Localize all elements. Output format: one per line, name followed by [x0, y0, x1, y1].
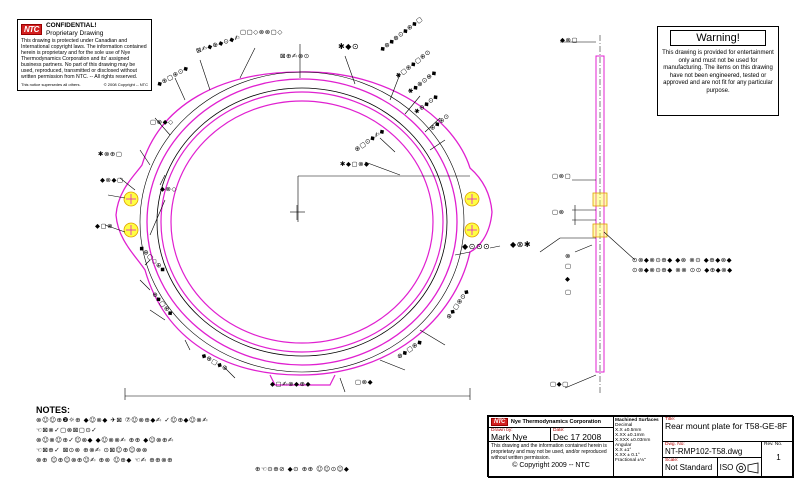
inner-ring-1 [146, 78, 458, 366]
projection-symbol-icon [736, 462, 759, 473]
revision-note: ⊕☜⊙⊕⊘ ◆⊙ ⊕⊕ ☺☺⊙☺◆ [255, 465, 350, 473]
drawing-title: Rear mount plate for T58-GE-8F [665, 421, 788, 431]
rev-value: 1 [776, 453, 781, 462]
leader-lines [104, 44, 501, 393]
notes-heading: NOTES: [36, 405, 71, 415]
date-value: Dec 17 2008 [553, 432, 602, 442]
ntc-logo: NTC [21, 24, 42, 35]
plate-edge [595, 55, 605, 373]
disclaimer: This drawing and the information contain… [491, 443, 607, 461]
company-logo: NTC [491, 418, 508, 426]
side-hole-top [592, 192, 608, 207]
title-block: NTC Nye Thermodynamics Corporation Drawn… [487, 415, 794, 478]
scale-value: Not Standard [665, 463, 713, 472]
note-line-5: ⊗⊕ ☺⊕☺⊗⊕☺✍ ⊕⊗ ☺⊕◆ ☜✍ ⊕⊕⊗⊕ [36, 456, 174, 464]
centerlines [124, 175, 471, 400]
notes-section: NOTES: ⊗☺☺⊕❷☼⊕ ◆☺⊗◆ ✈⊠ ⑦☺⊗⊕◆✍ ✓☺⊕◆☺⊗✍ ☜⊠… [36, 405, 336, 465]
confidential-foot-right: © 2008 Copyright -- NTC [103, 82, 148, 87]
dwg-no: NT-RMP102-T58.dwg [665, 447, 743, 456]
note-line-2: ☜⊠⊗✓▢⊗⊠▢⊙✓ [36, 426, 98, 434]
inner-ring-4 [170, 100, 434, 344]
side-hole-bottom [592, 223, 608, 238]
rev-label: Rev. No. [764, 442, 783, 447]
confidential-notice: NTC CONFIDENTIAL! Proprietary Drawing Th… [17, 19, 152, 91]
date-label: Date: [553, 428, 565, 433]
confidential-body: This drawing is protected under Canadian… [21, 38, 147, 80]
confidential-title: CONFIDENTIAL! [45, 22, 97, 29]
note-line-3: ⊗☺⊗☺⊕✓☺⊗◆ ◆☺⊗⊗✍ ⊕⊕ ◆☺⊗⊕✍ [36, 436, 174, 444]
front-view [115, 71, 493, 386]
company-name: Nye Thermodynamics Corporation [510, 419, 602, 425]
copyright: © Copyright 2009 -- NTC [512, 462, 590, 469]
warning-body: This drawing is provided for entertainme… [662, 50, 774, 94]
tolerance-label: Machined Surfaces [615, 418, 659, 423]
warning-notice: Warning! This drawing is provided for en… [657, 26, 779, 116]
title-label: Title: [665, 417, 676, 422]
drawn-by-label: Drawn by: [491, 428, 513, 433]
inner-ring-2 [156, 87, 448, 357]
drawn-by-value: Mark Nye [491, 432, 528, 442]
outer-ring [139, 71, 465, 373]
flange-outline [115, 71, 493, 376]
scale-label: Scale: [665, 458, 679, 463]
confidential-subtitle: Proprietary Drawing [45, 29, 104, 37]
confidential-foot-left: This notice supersedes all others. [21, 82, 81, 87]
note-line-4: ☜⊠⊕✓ ⊠⊙⊗ ⊕⊗✍ ⊙⊠☺⊕☺⊗⊗ [36, 446, 148, 454]
warning-title: Warning! [670, 30, 766, 46]
dwg-no-label: Dwg. No: [665, 442, 685, 447]
tolerance-values: Decimal X.X ±0.5mm X.XX ±0.1mm X.XXX ±0.… [615, 423, 651, 463]
inner-ring-3 [160, 91, 444, 353]
iso-label: ISO [719, 463, 734, 472]
bolt-holes [123, 191, 480, 238]
note-line-1: ⊗☺☺⊕❷☼⊕ ◆☺⊗◆ ✈⊠ ⑦☺⊗⊕◆✍ ✓☺⊕◆☺⊗✍ [36, 416, 209, 424]
side-view [539, 35, 636, 395]
